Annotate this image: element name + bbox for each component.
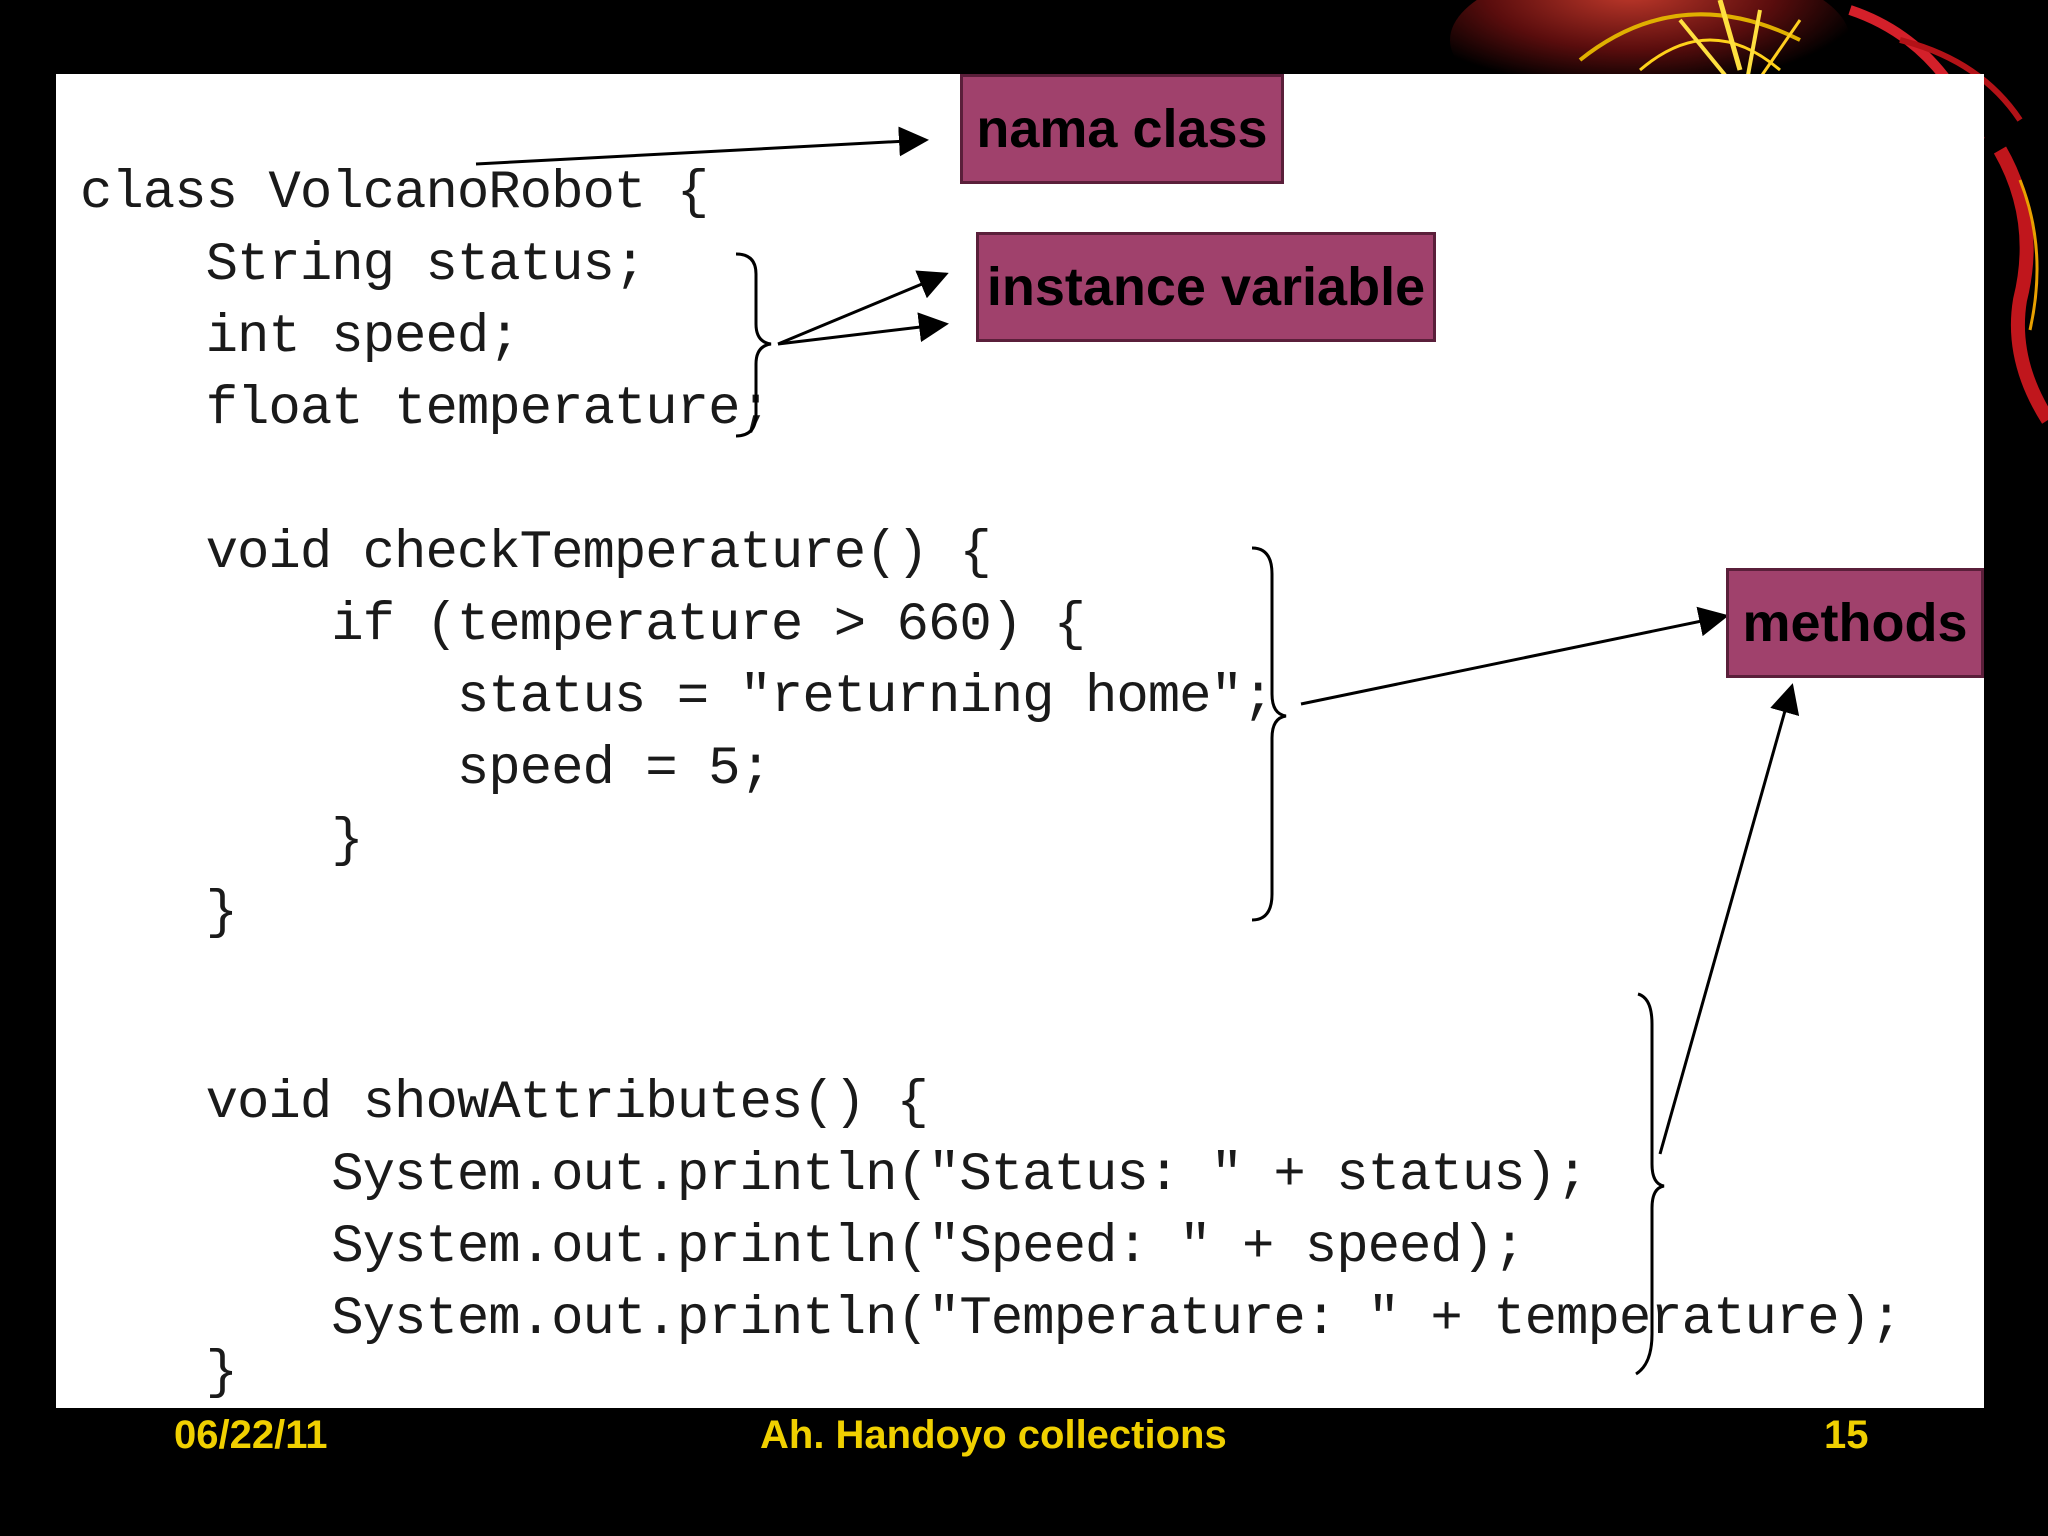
code-line: System.out.println("Speed: " + speed);: [80, 1217, 1525, 1278]
code-line: }: [80, 883, 238, 944]
brace-method-2: [1635, 992, 1665, 1376]
code-line: void checkTemperature() {: [80, 523, 992, 584]
footer-date: 06/22/11: [174, 1413, 328, 1457]
footer-author: Ah. Handoyo collections: [760, 1413, 1227, 1457]
slide-content: class VolcanoRobot { String status; int …: [56, 74, 1984, 1408]
code-line: speed = 5;: [80, 739, 772, 800]
code-line: float temperature;: [80, 379, 772, 440]
brace-method-1: [1251, 546, 1287, 922]
code-line: int speed;: [80, 307, 521, 368]
class-name-label: nama class: [960, 74, 1284, 184]
methods-label: methods: [1726, 568, 1984, 678]
arrow-instance-variable-1: [777, 270, 949, 346]
annotation-arrows: [475, 126, 1800, 1376]
code-line: status = "returning home";: [80, 667, 1275, 728]
code-line: if (temperature > 660) {: [80, 595, 1086, 656]
code-line: System.out.println("Temperature: " + tem…: [80, 1289, 1902, 1350]
arrow-instance-variable-2: [777, 312, 949, 346]
arrow-class-name: [475, 126, 929, 166]
code-line: }: [80, 1343, 238, 1404]
instance-variable-label: instance variable: [976, 232, 1436, 342]
code-line: class VolcanoRobot {: [80, 163, 709, 224]
code-line: }: [80, 811, 363, 872]
code-line: System.out.println("Status: " + status);: [80, 1145, 1588, 1206]
arrow-methods-1: [1300, 606, 1729, 706]
code-line: void showAttributes() {: [80, 1073, 929, 1134]
brace-instance-variables: [735, 252, 772, 438]
footer-page-number: 15: [1824, 1413, 1869, 1457]
arrow-methods-2: [1658, 683, 1800, 1155]
code-line: String status;: [80, 235, 647, 296]
